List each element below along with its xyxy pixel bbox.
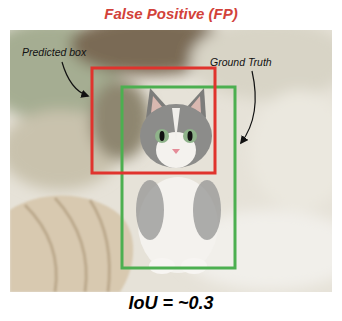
diagram-caption: IoU = ~0.3 <box>128 293 213 314</box>
callout-label: Predicted box <box>22 46 86 58</box>
callout-slot: Predicted box <box>22 46 86 58</box>
pillow <box>10 196 133 292</box>
photo <box>10 30 332 292</box>
leader-arrow <box>241 71 255 143</box>
ground-truth-box <box>122 87 235 268</box>
predicted-box <box>92 68 215 173</box>
callout-slot: Ground Truth <box>210 56 272 68</box>
leader-arrow <box>62 62 88 96</box>
diagram-title-slot: False Positive (FP) <box>0 5 342 23</box>
diagram-title: False Positive (FP) <box>104 5 237 22</box>
diagram-caption-slot: IoU = ~0.3 <box>0 293 342 314</box>
callout-label: Ground Truth <box>210 56 272 68</box>
kitten <box>136 88 221 274</box>
